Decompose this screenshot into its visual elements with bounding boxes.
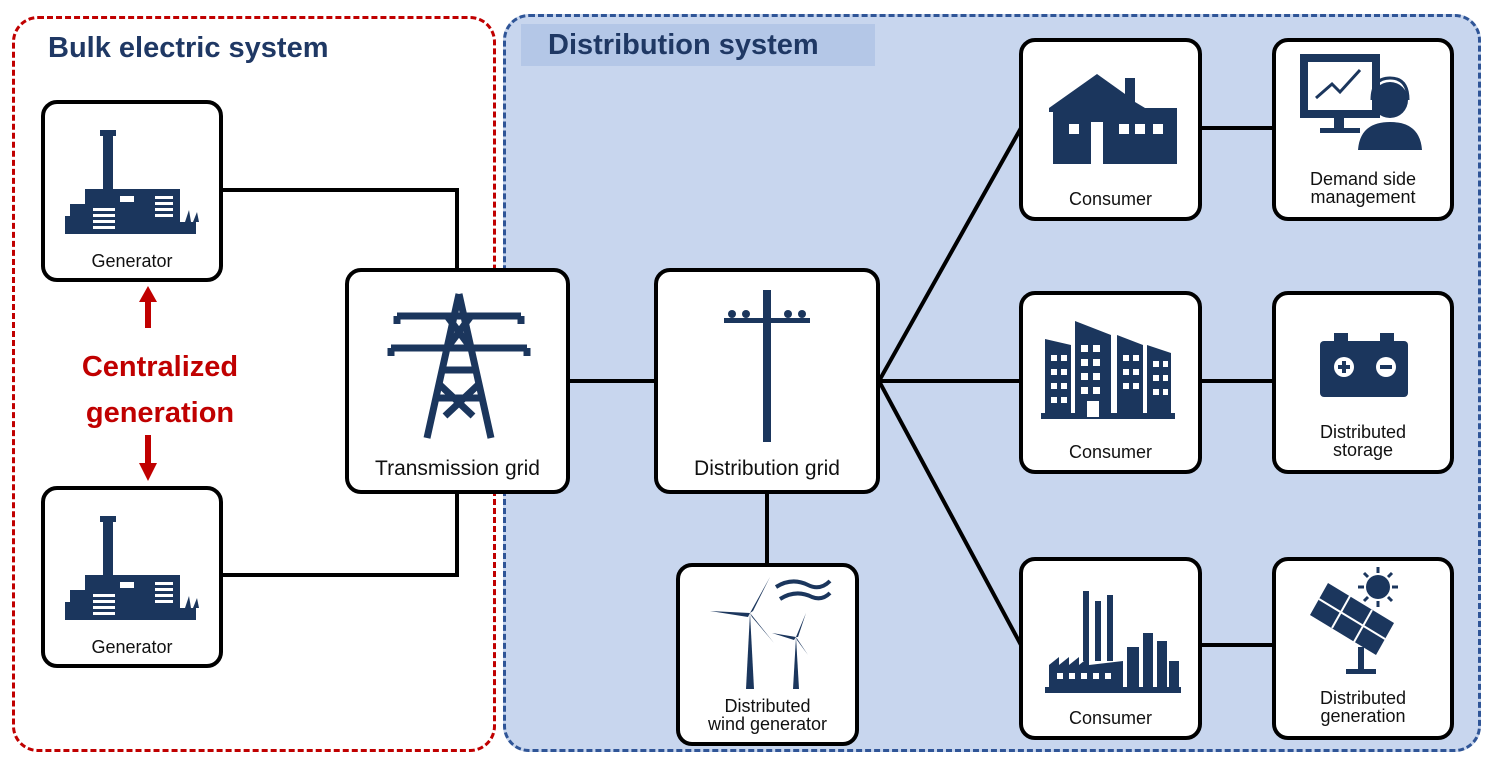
transmission-grid-node: Transmission grid	[345, 268, 570, 494]
arrow-up-icon	[139, 286, 157, 328]
buildings-icon	[1041, 321, 1175, 419]
operator-monitor-icon	[1300, 54, 1422, 150]
distributed-generation-label: Distributed generation	[1319, 688, 1407, 726]
generator-bottom-node: Generator	[41, 486, 223, 668]
battery-icon	[1320, 333, 1408, 397]
wire-distribution-to-home	[877, 127, 1023, 382]
wire-distribution-to-industry	[877, 380, 1023, 646]
power-plant-icon	[65, 516, 199, 620]
consumer-home-node: Consumer	[1019, 38, 1202, 221]
house-icon	[1049, 74, 1177, 164]
power-plant-icon	[65, 130, 199, 234]
transmission-grid-label: Transmission grid	[375, 457, 540, 480]
distributed-generation-node: Distributed generation	[1272, 557, 1454, 740]
demand-side-management-label: Demand side management	[1309, 169, 1417, 207]
generator-top-node: Generator	[41, 100, 223, 282]
consumer-home-label: Consumer	[1068, 189, 1153, 209]
consumer-industry-node: Consumer	[1019, 557, 1202, 740]
wind-generator-node: Distributed wind generator	[676, 563, 859, 746]
demand-side-management-node: Demand side management	[1272, 38, 1454, 221]
distribution-grid-label: Distribution grid	[694, 457, 840, 480]
distributed-storage-node: Distributed storage	[1272, 291, 1454, 474]
wire-generator-top-to-transmission	[222, 188, 459, 270]
utility-pole-icon	[724, 290, 810, 442]
distribution-system-title: Distribution system	[521, 24, 875, 66]
generator-top-label: Generator	[91, 251, 173, 271]
distributed-storage-label: Distributed storage	[1319, 422, 1407, 460]
distribution-grid-node: Distribution grid	[654, 268, 880, 494]
bulk-system-title: Bulk electric system	[48, 32, 329, 64]
consumer-city-node: Consumer	[1019, 291, 1202, 474]
generator-bottom-label: Generator	[91, 637, 173, 657]
centralized-generation-label: Centralized generation	[81, 351, 239, 429]
factory-icon	[1045, 591, 1181, 693]
wire-generator-bottom-to-transmission	[222, 494, 459, 577]
consumer-industry-label: Consumer	[1068, 708, 1153, 728]
consumer-city-label: Consumer	[1068, 442, 1153, 462]
wind-turbine-icon	[710, 577, 832, 689]
transmission-tower-icon	[387, 293, 531, 439]
arrow-down-icon	[139, 435, 157, 481]
solar-panel-icon	[1310, 567, 1398, 674]
wind-generator-label: Distributed wind generator	[707, 696, 828, 734]
